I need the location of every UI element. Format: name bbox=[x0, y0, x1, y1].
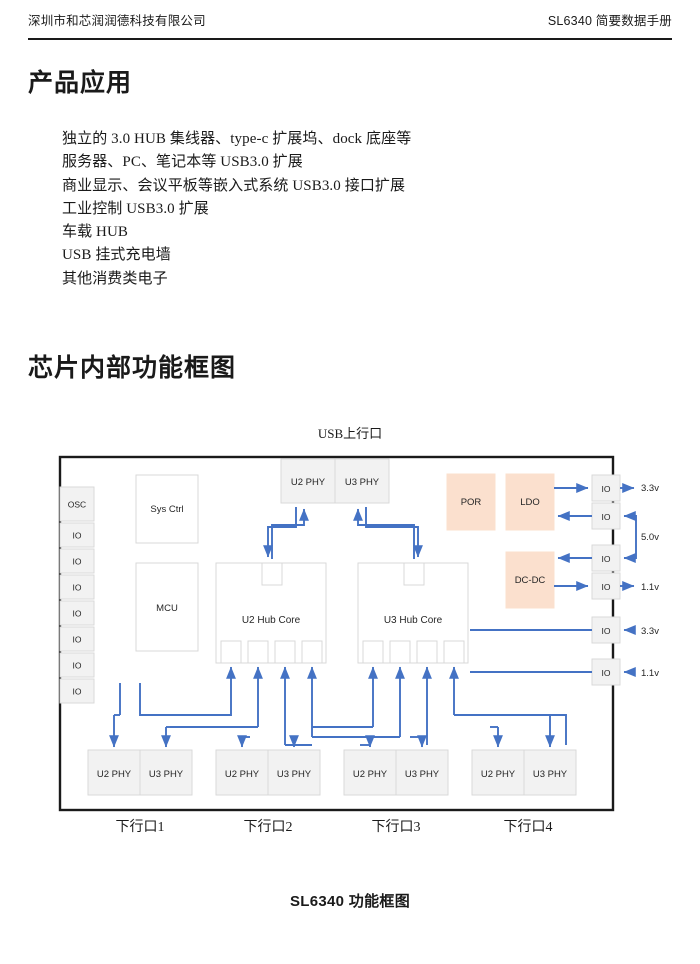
downstream-wires bbox=[109, 666, 567, 748]
section-heading-applications: 产品应用 bbox=[28, 70, 133, 97]
downstream-u3-phy-block bbox=[395, 749, 449, 796]
por-label: POR bbox=[461, 497, 482, 508]
downstream-port-label: 下行口3 bbox=[372, 819, 421, 835]
downstream-u2-phy-label: U2 PHY bbox=[97, 769, 132, 780]
dcdc-label: DC-DC bbox=[515, 575, 546, 586]
u2-hub-upstream-stub bbox=[261, 562, 283, 586]
downstream-port-label: 下行口4 bbox=[504, 819, 553, 835]
power-wires bbox=[470, 483, 637, 677]
right-io-label: IO bbox=[602, 582, 611, 592]
left-io-label: IO bbox=[73, 609, 82, 619]
stub bbox=[416, 640, 438, 664]
stub bbox=[247, 640, 269, 664]
downstream-u3-phy-block bbox=[139, 749, 193, 796]
downstream-u2-phy-label: U2 PHY bbox=[353, 769, 388, 780]
stub bbox=[362, 640, 384, 664]
stub bbox=[443, 640, 465, 664]
downstream-u2-phy-label: U2 PHY bbox=[225, 769, 260, 780]
downstream-u3-phy-label: U3 PHY bbox=[405, 769, 440, 780]
list-item: 服务器、PC、笔记本等 USB3.0 扩展 bbox=[62, 154, 303, 171]
left-io-label: IO bbox=[73, 583, 82, 593]
downstream-u3-phy-label: U3 PHY bbox=[533, 769, 568, 780]
upstream-u2-phy-label: U2 PHY bbox=[291, 477, 326, 488]
u2-hub-core-label: U2 Hub Core bbox=[242, 615, 301, 626]
u3-hub-core-label: U3 Hub Core bbox=[384, 615, 443, 626]
dcdc-block bbox=[505, 551, 555, 609]
downstream-u3-phy-block bbox=[523, 749, 577, 796]
por-block bbox=[446, 473, 496, 531]
ldo-label: LDO bbox=[520, 497, 540, 508]
right-io-label: IO bbox=[602, 668, 611, 678]
osc-block bbox=[59, 486, 95, 522]
stub bbox=[301, 640, 323, 664]
stub bbox=[274, 640, 296, 664]
list-item: 工业控制 USB3.0 扩展 bbox=[62, 200, 209, 217]
hub-core-downstream-stubs bbox=[220, 640, 465, 664]
left-io-block bbox=[59, 574, 95, 600]
right-io-block bbox=[591, 502, 621, 530]
right-io-column: IO IO IO IO IO IO bbox=[591, 474, 621, 686]
list-item: 车载 HUB bbox=[62, 224, 129, 241]
downstream-u2-phy-label: U2 PHY bbox=[481, 769, 516, 780]
upstream-u2-phy-block bbox=[280, 458, 336, 504]
right-io-label: IO bbox=[602, 512, 611, 522]
downstream-port-label: 下行口1 bbox=[116, 819, 165, 835]
figure-caption: SL6340 功能框图 bbox=[289, 893, 410, 910]
left-io-block bbox=[59, 652, 95, 678]
sys-ctrl-label: Sys Ctrl bbox=[150, 504, 183, 515]
application-list: 独立的 3.0 HUB 集线器、type-c 扩展坞、dock 底座等 服务器、… bbox=[62, 128, 582, 291]
left-io-block bbox=[59, 678, 95, 704]
list-item: 其他消费类电子 bbox=[62, 270, 168, 287]
header-document-title: SL6340 简要数据手册 bbox=[547, 14, 672, 28]
ldo-block bbox=[505, 473, 555, 531]
downstream-phy-row: U2 PHY U3 PHY U2 PHY U3 PHY U2 PHY U3 PH… bbox=[87, 749, 577, 796]
left-io-label: IO bbox=[73, 635, 82, 645]
downstream-u2-phy-block bbox=[215, 749, 269, 796]
mcu-block bbox=[135, 562, 199, 652]
left-io-block bbox=[59, 600, 95, 626]
stub bbox=[389, 640, 411, 664]
sys-ctrl-block bbox=[135, 474, 199, 544]
left-io-column: OSC IO IO IO IO IO IO IO bbox=[59, 486, 95, 704]
right-io-label: IO bbox=[602, 626, 611, 636]
voltage-label: 1.1v bbox=[641, 668, 659, 679]
left-io-block bbox=[59, 548, 95, 574]
right-io-block bbox=[591, 572, 621, 600]
u3-hub-upstream-stub bbox=[403, 562, 425, 586]
list-item: USB 挂式充电墙 bbox=[62, 247, 171, 264]
stub bbox=[220, 640, 242, 664]
upstream-u3-phy-label: U3 PHY bbox=[345, 477, 380, 488]
osc-label: OSC bbox=[68, 500, 86, 510]
section-heading-block-diagram: 芯片内部功能框图 bbox=[28, 355, 237, 382]
downstream-u3-phy-label: U3 PHY bbox=[149, 769, 184, 780]
downstream-u2-phy-block bbox=[87, 749, 141, 796]
downstream-port-label: 下行口2 bbox=[244, 819, 293, 835]
left-io-label: IO bbox=[73, 557, 82, 567]
right-io-label: IO bbox=[602, 484, 611, 494]
chip-block-diagram: USB上行口 OSC IO IO IO IO IO IO IO Sys Ctrl… bbox=[0, 415, 700, 915]
header-company-name: 深圳市和芯润润德科技有限公司 bbox=[28, 14, 206, 28]
left-io-label: IO bbox=[73, 531, 82, 541]
right-io-label: IO bbox=[602, 554, 611, 564]
downstream-u3-phy-label: U3 PHY bbox=[277, 769, 312, 780]
upstream-u3-phy-block bbox=[334, 458, 390, 504]
left-io-block bbox=[59, 522, 95, 548]
upstream-wires bbox=[263, 507, 423, 559]
voltage-label: 3.3v bbox=[641, 626, 659, 637]
downstream-u3-phy-block bbox=[267, 749, 321, 796]
list-item: 商业显示、会议平板等嵌入式系统 USB3.0 接口扩展 bbox=[62, 177, 406, 194]
list-item: 独立的 3.0 HUB 集线器、type-c 扩展坞、dock 底座等 bbox=[62, 131, 412, 147]
left-io-label: IO bbox=[73, 661, 82, 671]
upstream-port-label: USB上行口 bbox=[318, 426, 382, 441]
mcu-label: MCU bbox=[156, 603, 178, 614]
page-header: 深圳市和芯润润德科技有限公司 SL6340 简要数据手册 bbox=[28, 10, 672, 40]
voltage-label: 5.0v bbox=[641, 532, 659, 543]
right-io-block bbox=[591, 474, 621, 502]
voltage-label: 1.1v bbox=[641, 582, 659, 593]
right-io-block bbox=[591, 658, 621, 686]
left-io-block bbox=[59, 626, 95, 652]
right-io-block bbox=[591, 544, 621, 572]
left-io-label: IO bbox=[73, 687, 82, 697]
voltage-label: 3.3v bbox=[641, 483, 659, 494]
